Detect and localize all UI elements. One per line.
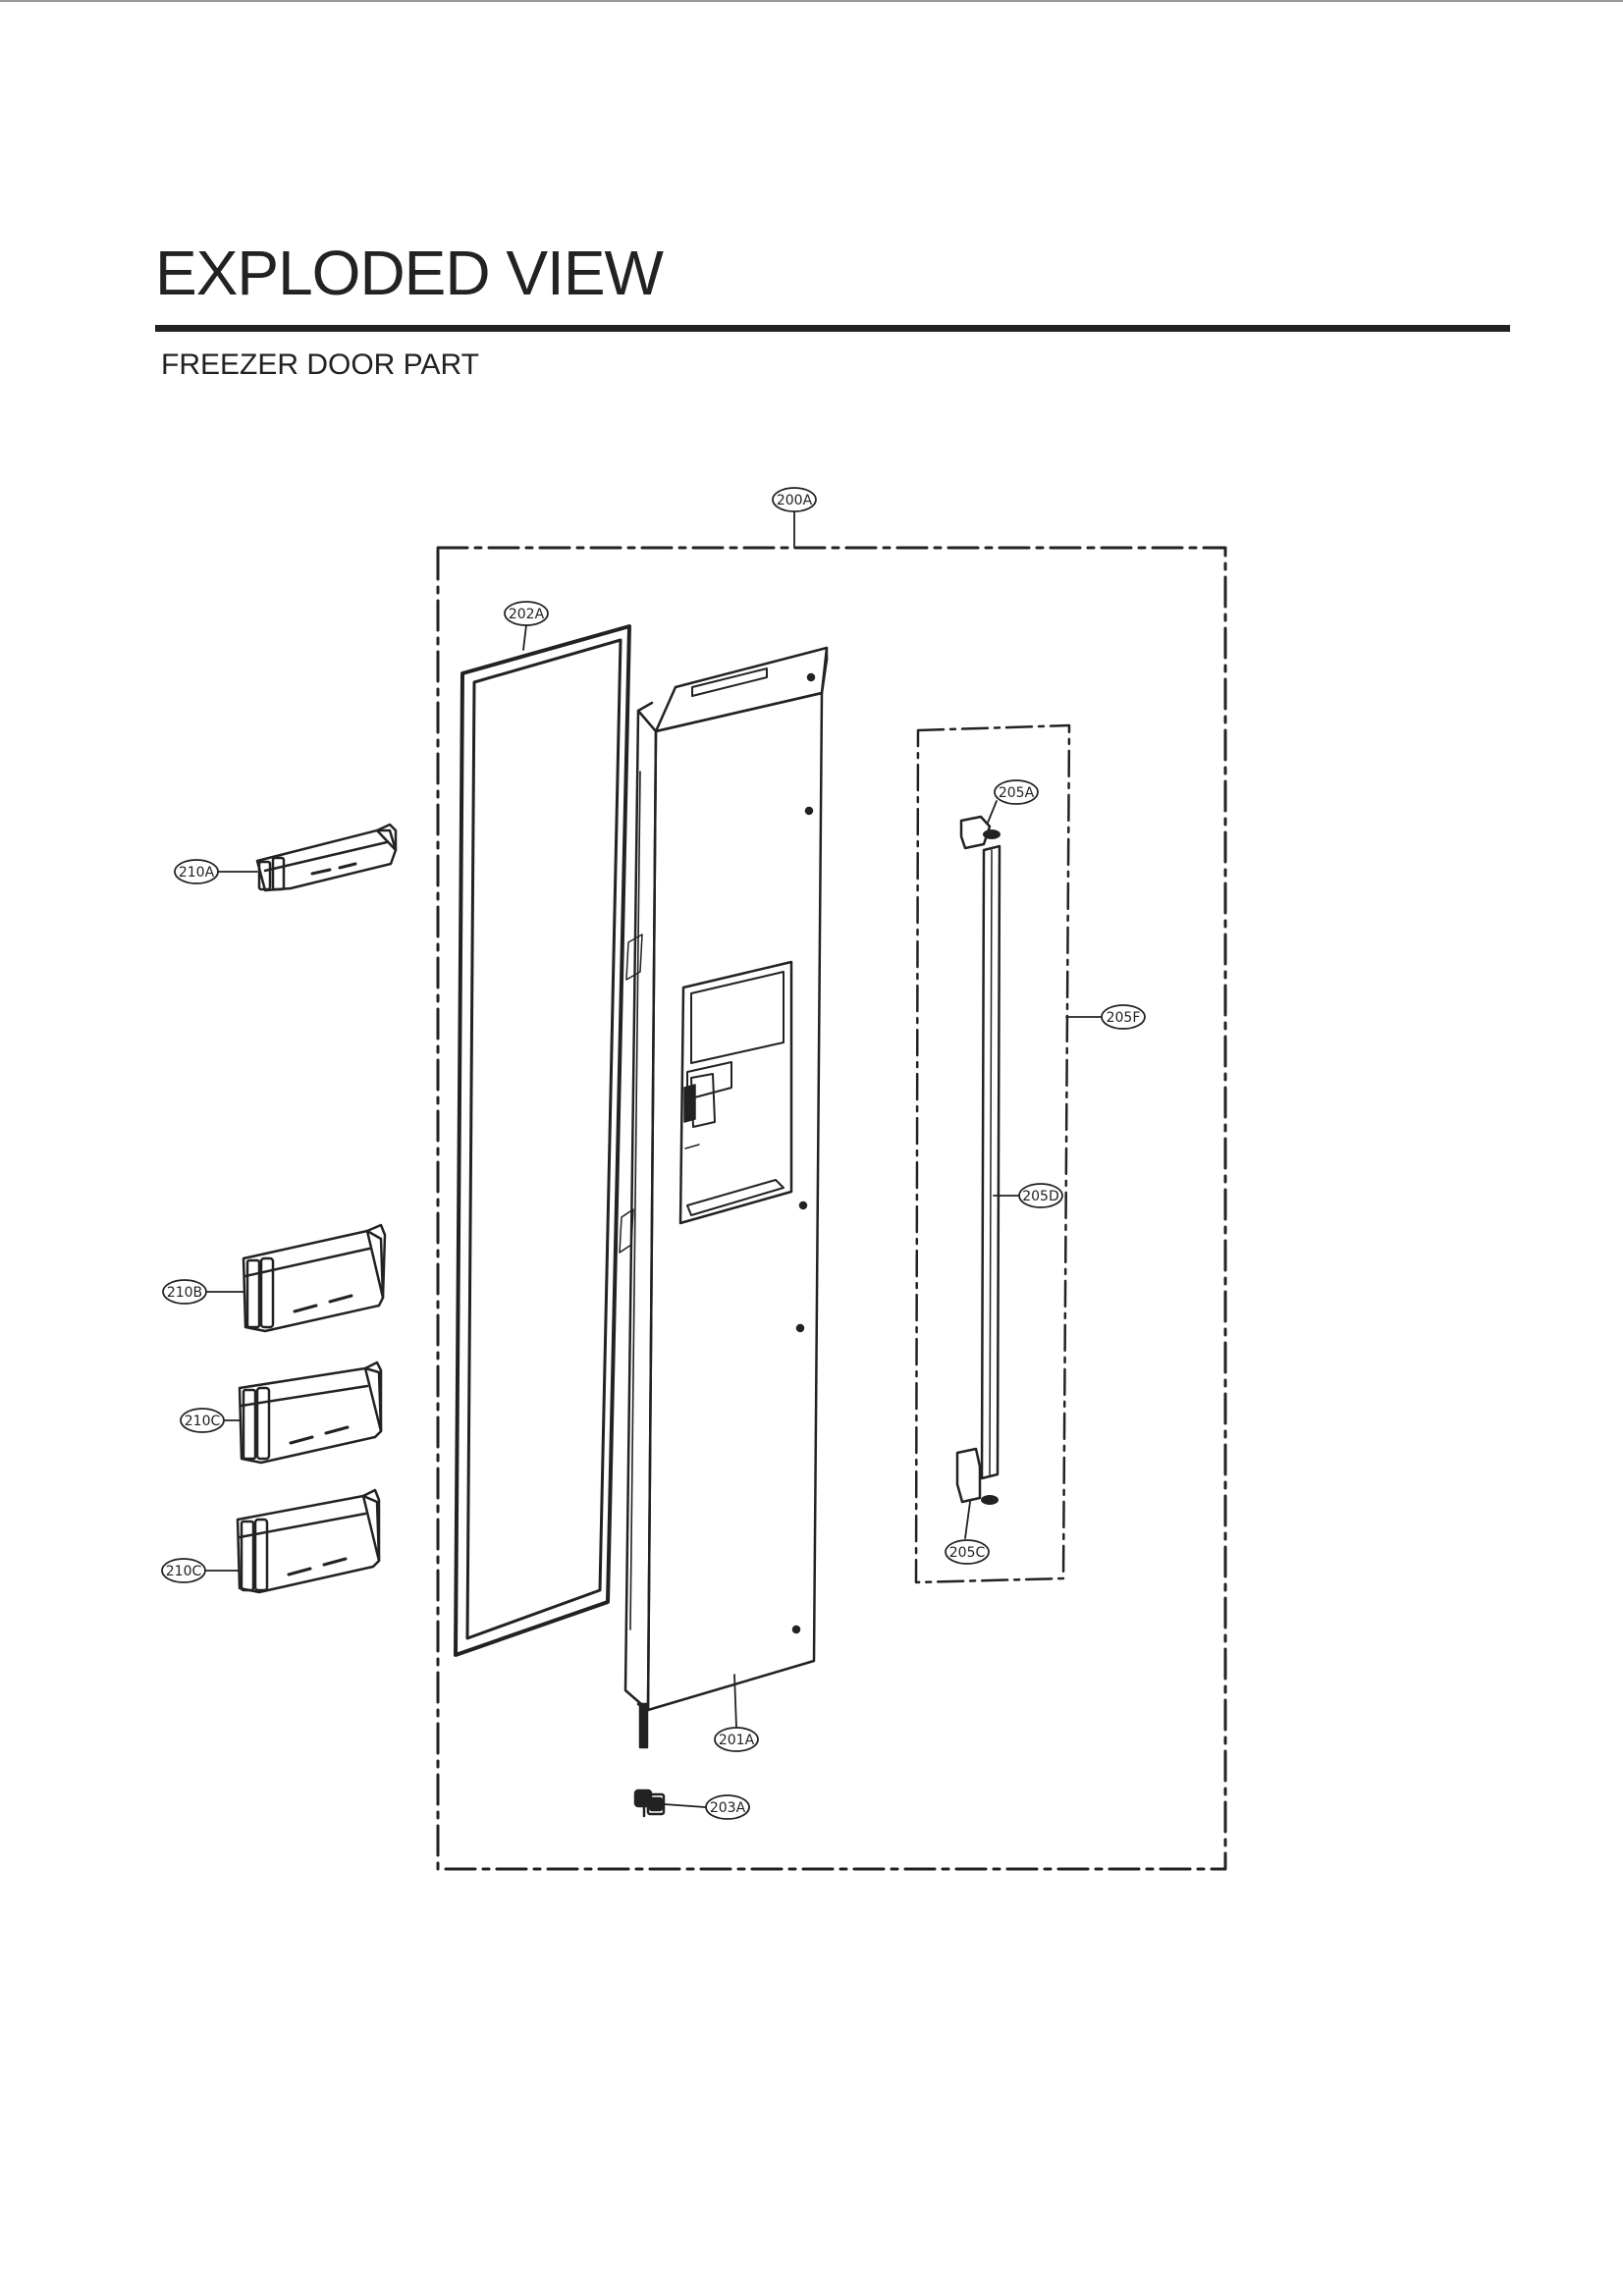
callout-label: 203A — [710, 1800, 746, 1816]
door-handle — [955, 815, 1001, 1505]
door-basket-210b — [242, 1223, 387, 1333]
door-basket-210c-1 — [238, 1361, 383, 1465]
callout-label: 205C — [949, 1545, 986, 1561]
top-border-line — [0, 0, 1623, 2]
callout-202a: 202A — [504, 601, 549, 626]
callout-210c-1: 210C — [180, 1408, 225, 1433]
lower-hinge — [633, 1789, 666, 1818]
door-gasket — [454, 624, 631, 1657]
callout-label: 210B — [167, 1285, 202, 1301]
callout-205a: 205A — [994, 779, 1039, 805]
callout-label: 210C — [185, 1414, 221, 1429]
callout-205f: 205F — [1101, 1004, 1146, 1030]
handle-assembly-boundary — [914, 723, 1071, 1584]
callout-200a: 200A — [772, 487, 817, 512]
callout-203a: 203A — [705, 1794, 750, 1820]
assembly-boundary — [436, 546, 1227, 1871]
freezer-door — [619, 646, 829, 1749]
callout-label: 201A — [719, 1733, 755, 1748]
callout-label: 205D — [1022, 1189, 1059, 1204]
callout-210a: 210A — [174, 859, 219, 884]
callout-label: 205A — [999, 785, 1035, 801]
callout-label: 210A — [179, 865, 215, 881]
leader-lines — [205, 511, 1102, 1808]
callout-205d: 205D — [1018, 1183, 1063, 1208]
callout-label: 210C — [166, 1564, 202, 1579]
door-basket-210a — [255, 823, 398, 892]
door-basket-210c-2 — [236, 1488, 381, 1594]
callout-label: 202A — [509, 607, 545, 622]
callout-205c: 205C — [945, 1539, 990, 1565]
callout-label: 200A — [777, 493, 813, 508]
callout-201a: 201A — [714, 1727, 759, 1752]
section-title: FREEZER DOOR PART — [161, 348, 479, 381]
callout-210c-2: 210C — [161, 1558, 206, 1583]
callout-label: 205F — [1107, 1010, 1141, 1026]
title-underline — [155, 325, 1510, 332]
callout-210b: 210B — [162, 1279, 207, 1305]
page-title: EXPLODED VIEW — [155, 238, 664, 308]
